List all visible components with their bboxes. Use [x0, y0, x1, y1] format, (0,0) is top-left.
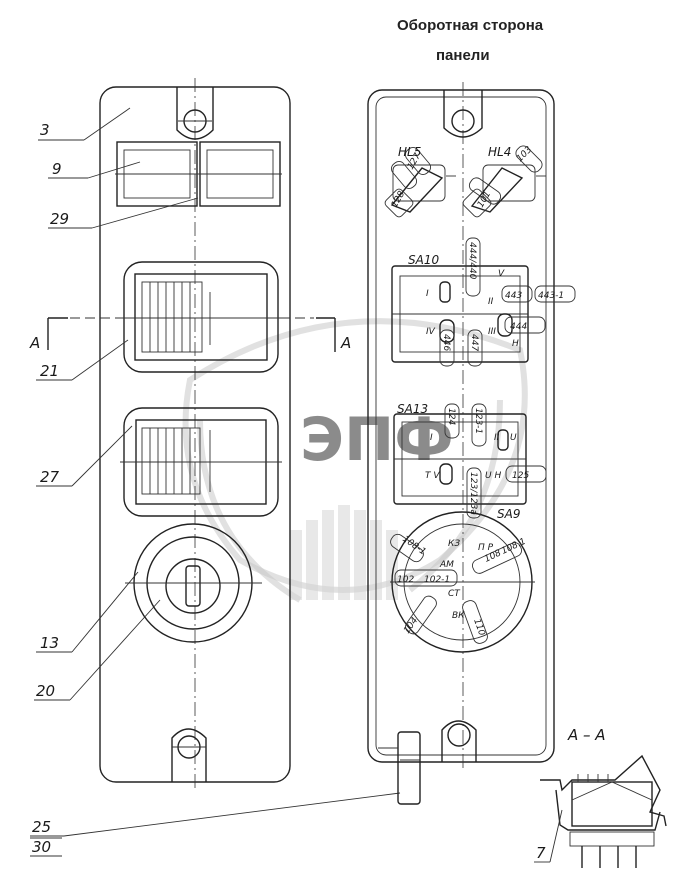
- callout-3: 3: [40, 121, 50, 139]
- back-panel: [367, 82, 576, 805]
- wire-123-1: 123-1: [473, 408, 483, 434]
- callout-labels: 3 9 29 21 27 13 20 25 30 7 А А А – А HL5…: [29, 121, 606, 862]
- wire-125: 125: [512, 471, 529, 481]
- section-aa-detail: [534, 754, 667, 868]
- hl5-lamp-holder: [384, 164, 456, 218]
- terminal-marks: I V II IV III H I U II T V U H КЗ П Р АМ…: [425, 269, 519, 621]
- label-hl4: HL4: [488, 145, 511, 159]
- watermark-logo: ЭПФ: [182, 318, 528, 603]
- wire-102-1: 102-1: [424, 575, 450, 585]
- section-mark-left: [47, 317, 68, 350]
- wire-447: 447: [469, 334, 479, 351]
- sa9-ignition-back: [390, 511, 535, 653]
- wire-444-440: 444/440: [467, 242, 477, 280]
- wire-123-123a: 123/123а: [468, 472, 478, 515]
- top-mount-hole: [176, 87, 214, 140]
- label-sa13: SA13: [397, 402, 428, 416]
- wire-108-1-left: 108-1: [400, 534, 427, 557]
- callout-13: 13: [40, 634, 59, 652]
- sa13-mark-uh: U H: [485, 471, 501, 481]
- front-panel: [47, 78, 336, 790]
- wire-102: 102: [397, 575, 414, 585]
- sa13-mark-ii: II: [494, 433, 500, 443]
- ignition-switch: [125, 523, 262, 643]
- sa13-switch: [393, 413, 527, 505]
- wire-108-1-right: 108.1: [500, 537, 528, 557]
- label-sa10: SA10: [408, 253, 439, 267]
- callout-21: 21: [40, 362, 59, 380]
- section-mark-right: [316, 317, 336, 352]
- sa10-mark-ii: II: [488, 297, 494, 307]
- wire-sleeves: [390, 145, 576, 644]
- wire-101: 101: [476, 190, 493, 210]
- title-line-1: Оборотная сторона: [397, 17, 544, 34]
- sa9-mark-vk: ВК: [452, 611, 465, 621]
- sa10-switch: [391, 265, 529, 363]
- label-hl5: HL5: [398, 145, 421, 159]
- wire-128: 128: [390, 189, 407, 209]
- sa10-mark-iv: IV: [426, 327, 436, 337]
- sa10-mark-iii: III: [488, 327, 496, 337]
- sa9-mark-pr: П Р: [478, 543, 494, 553]
- rocker-switch-27: [120, 407, 282, 517]
- sa13-mark-i: I: [430, 433, 433, 443]
- sa10-mark-v: V: [498, 269, 505, 279]
- rocker-switch-21: [120, 261, 282, 373]
- callout-7: 7: [536, 844, 546, 862]
- wire-124: 124: [446, 408, 456, 425]
- wire-104: 104: [402, 616, 420, 636]
- wire-103: 103: [515, 145, 534, 164]
- callout-30: 30: [32, 838, 51, 856]
- wire-444: 444: [510, 322, 527, 332]
- section-view-label: А – А: [567, 726, 606, 744]
- callout-29: 29: [50, 210, 69, 228]
- bottom-mount-hole: [171, 728, 207, 782]
- callout-25: 25: [32, 818, 51, 836]
- sa13-mark-tv: T V: [425, 471, 440, 481]
- label-sa9: SA9: [497, 507, 520, 521]
- sa9-mark-st: СТ: [448, 589, 461, 599]
- callout-27: 27: [40, 468, 60, 486]
- indicator-lamp-left: [115, 141, 198, 207]
- sa10-mark-h: H: [512, 339, 519, 349]
- section-letter-right: А: [340, 334, 351, 352]
- hl4-lamp-holder: [462, 164, 546, 218]
- wire-number-labels: 127 128 103 101 444/440 443 443-1 444 44…: [390, 145, 564, 638]
- callout-9: 9: [52, 160, 62, 178]
- wire-443: 443: [505, 291, 522, 301]
- title-line-2: панели: [436, 47, 490, 64]
- sa10-mark-i: I: [426, 289, 429, 299]
- svg-text:ЭПФ: ЭПФ: [300, 405, 454, 475]
- callout-20: 20: [36, 682, 55, 700]
- sa9-mark-am: АМ: [439, 560, 454, 570]
- section-letter-left: А: [29, 334, 40, 352]
- wire-446: 446: [441, 334, 451, 351]
- indicator-lamp-right: [198, 141, 282, 207]
- sa9-mark-kz: КЗ: [448, 539, 460, 549]
- sa13-mark-u: U: [510, 433, 517, 443]
- wire-110: 110: [471, 618, 486, 638]
- front-leaders: [30, 107, 401, 837]
- wire-443-1: 443-1: [538, 291, 564, 301]
